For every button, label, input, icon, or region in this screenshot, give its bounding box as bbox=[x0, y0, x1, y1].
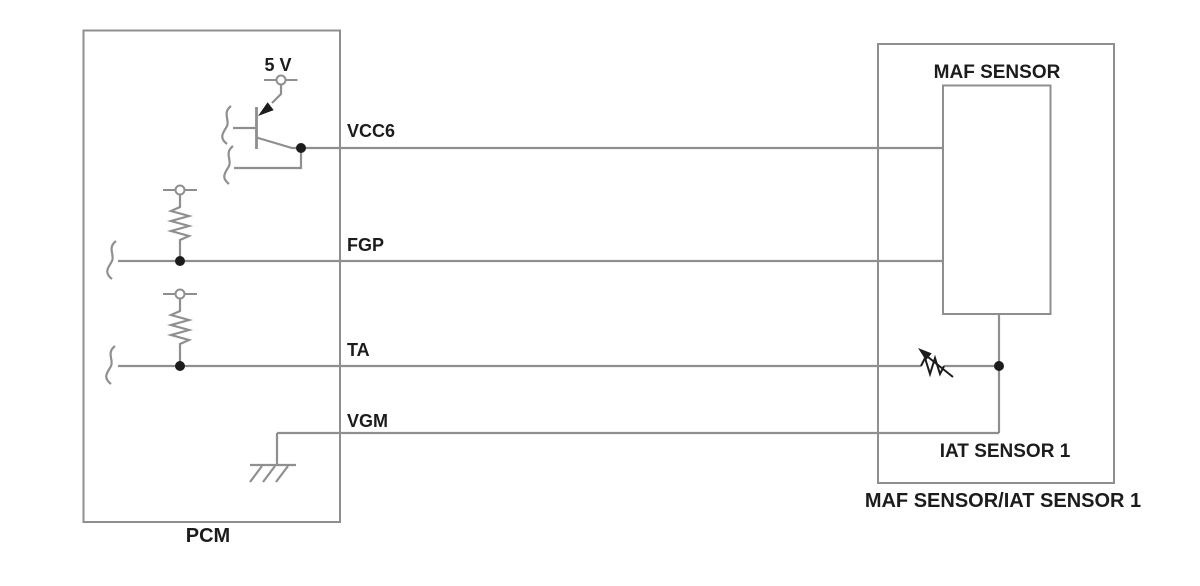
maf-iat-sensor-box bbox=[877, 43, 1115, 484]
resistor-zigzag-icon bbox=[166, 194, 194, 261]
maf-sensor-block bbox=[942, 84, 1052, 315]
assembly-caption: MAF SENSOR/IAT SENSOR 1 bbox=[865, 490, 1141, 512]
maf-sensor-label: MAF SENSOR bbox=[934, 62, 1061, 83]
pcm-label: PCM bbox=[186, 525, 230, 547]
supply-5v-label: 5 V bbox=[264, 55, 291, 75]
terminal-icon bbox=[174, 184, 186, 196]
thermistor-symbol-icon bbox=[918, 348, 954, 378]
resistor-zigzag-icon bbox=[166, 298, 194, 366]
thermistor-arrow-head bbox=[918, 348, 932, 361]
pin-label-vcc6: VCC6 bbox=[347, 121, 395, 141]
transistor-symbol bbox=[221, 74, 303, 185]
pullup-resistor-fgp bbox=[163, 184, 197, 261]
thermistor-zigzag bbox=[920, 354, 945, 378]
pin-label-fgp: FGP bbox=[347, 235, 384, 255]
thermistor-arrow-shaft bbox=[927, 356, 954, 378]
junction-dot bbox=[175, 256, 185, 266]
pullup-resistor-ta bbox=[163, 288, 197, 366]
wire-break-squiggle-icon bbox=[223, 145, 234, 185]
iat-sensor-label: IAT SENSOR 1 bbox=[940, 441, 1071, 462]
terminal-icon bbox=[174, 288, 186, 300]
pin-label-vgm: VGM bbox=[347, 411, 388, 431]
pcm-box bbox=[82, 29, 341, 523]
ground-symbol-icon bbox=[249, 463, 296, 483]
junction-dot bbox=[296, 143, 306, 153]
pin-label-ta: TA bbox=[347, 340, 370, 360]
wire-break-squiggle-icon bbox=[221, 105, 232, 145]
junction-dot bbox=[175, 361, 185, 371]
terminal-5v-icon bbox=[275, 74, 287, 86]
junction-dot bbox=[994, 361, 1004, 371]
transistor-emitter bbox=[271, 84, 283, 104]
transistor-feedback-branch bbox=[234, 148, 303, 170]
wire-break-squiggle-icon bbox=[105, 345, 116, 385]
wire-break-squiggle-icon bbox=[106, 240, 117, 280]
transistor-emitter-arrow-icon bbox=[258, 102, 274, 116]
transistor-collector bbox=[256, 136, 301, 150]
